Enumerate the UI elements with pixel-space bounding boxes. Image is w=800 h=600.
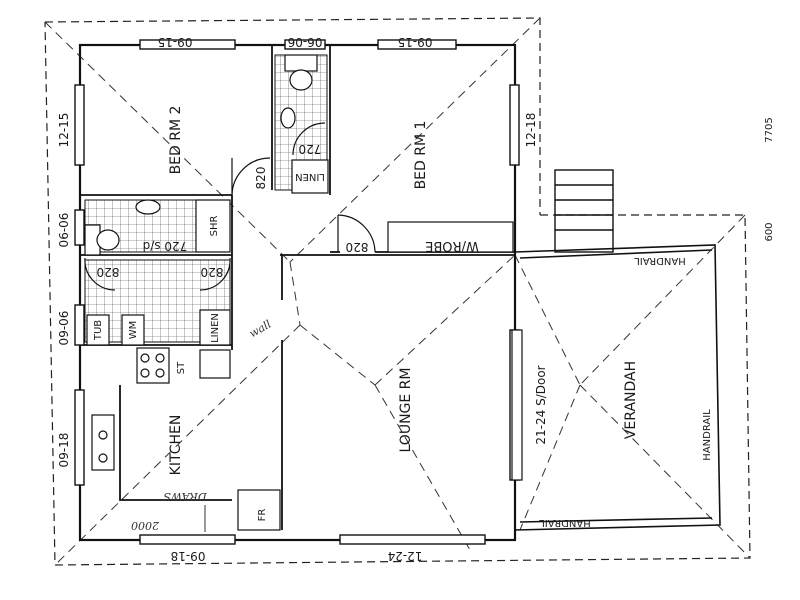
dim-kitchen-bottom: 09-18 [171,549,206,563]
door-swings [84,122,376,291]
door-width-labels: 820 720 820 720 s/d 820 820 [97,142,369,279]
hand-number: 2000 [131,519,160,532]
dim-bed2-side: 12-15 [57,113,71,148]
fixtures [84,54,523,531]
door-820-laundry-right: 820 [201,265,224,279]
room-label-lounge: LOUNGE RM [398,368,414,453]
tub-label: TUB [93,320,104,341]
dim-toilet-window: 06-06 [288,35,323,49]
margin-marks: 7705 600 [764,117,775,241]
room-labels: BED RM 2 BED RM 1 LOUNGE RM KITCHEN VERA… [168,106,639,476]
entry-steps [554,169,614,253]
dim-lounge-bottom: 12-24 [388,549,423,563]
fixture-labels: W/ROBE LINEN LINEN SHR TUB WM ST FR HAND… [93,171,713,528]
linen-lower-label: LINEN [210,313,221,343]
dim-laundry-side: 09-06 [57,311,71,346]
verandah-outline [514,244,721,531]
room-label-kitchen: KITCHEN [168,415,184,476]
wrobe-label: W/ROBE [425,238,479,253]
dim-bath-side: 06-06 [57,213,71,248]
roof-hip-lines [44,17,751,566]
margin-mark-1: 7705 [764,117,775,142]
dim-kitchen-side: 09-18 [57,433,71,468]
shower-label: SHR [209,216,220,237]
dimension-labels: 09-15 06-06 09-15 12-15 12-18 06-06 09-0… [57,35,538,563]
wm-label: WM [128,321,139,340]
sliding-door-label: 21-24 S/Door [534,365,548,444]
room-label-bed1: BED RM 1 [413,121,429,190]
dim-bed1-side: 12-18 [524,113,538,148]
fr-label: FR [257,509,268,522]
door-720-wc: 720 [299,142,322,156]
room-label-bed2: BED RM 2 [168,106,184,175]
margin-mark-2: 600 [764,222,775,241]
handrail-right-label: HANDRAIL [702,409,713,461]
dim-bed2-window: 09-15 [158,35,193,49]
hand-note: wall [247,317,274,340]
door-720-sd: 720 s/d [143,239,188,253]
handrail-bottom-label: HANDRAIL [539,517,591,528]
dim-bed1-window: 09-15 [398,35,433,49]
door-820-laundry-left: 820 [97,265,120,279]
tiled-areas [84,54,328,343]
door-820-bed1: 820 [346,240,369,254]
door-820-bed2: 820 [254,167,268,190]
st-label: ST [176,361,187,374]
handrail-top-label: HANDRAIL [634,255,686,266]
room-label-verandah: VERANDAH [623,361,639,439]
linen-upper-label: LINEN [295,171,325,182]
hand-draws: DRAWS [163,490,208,503]
